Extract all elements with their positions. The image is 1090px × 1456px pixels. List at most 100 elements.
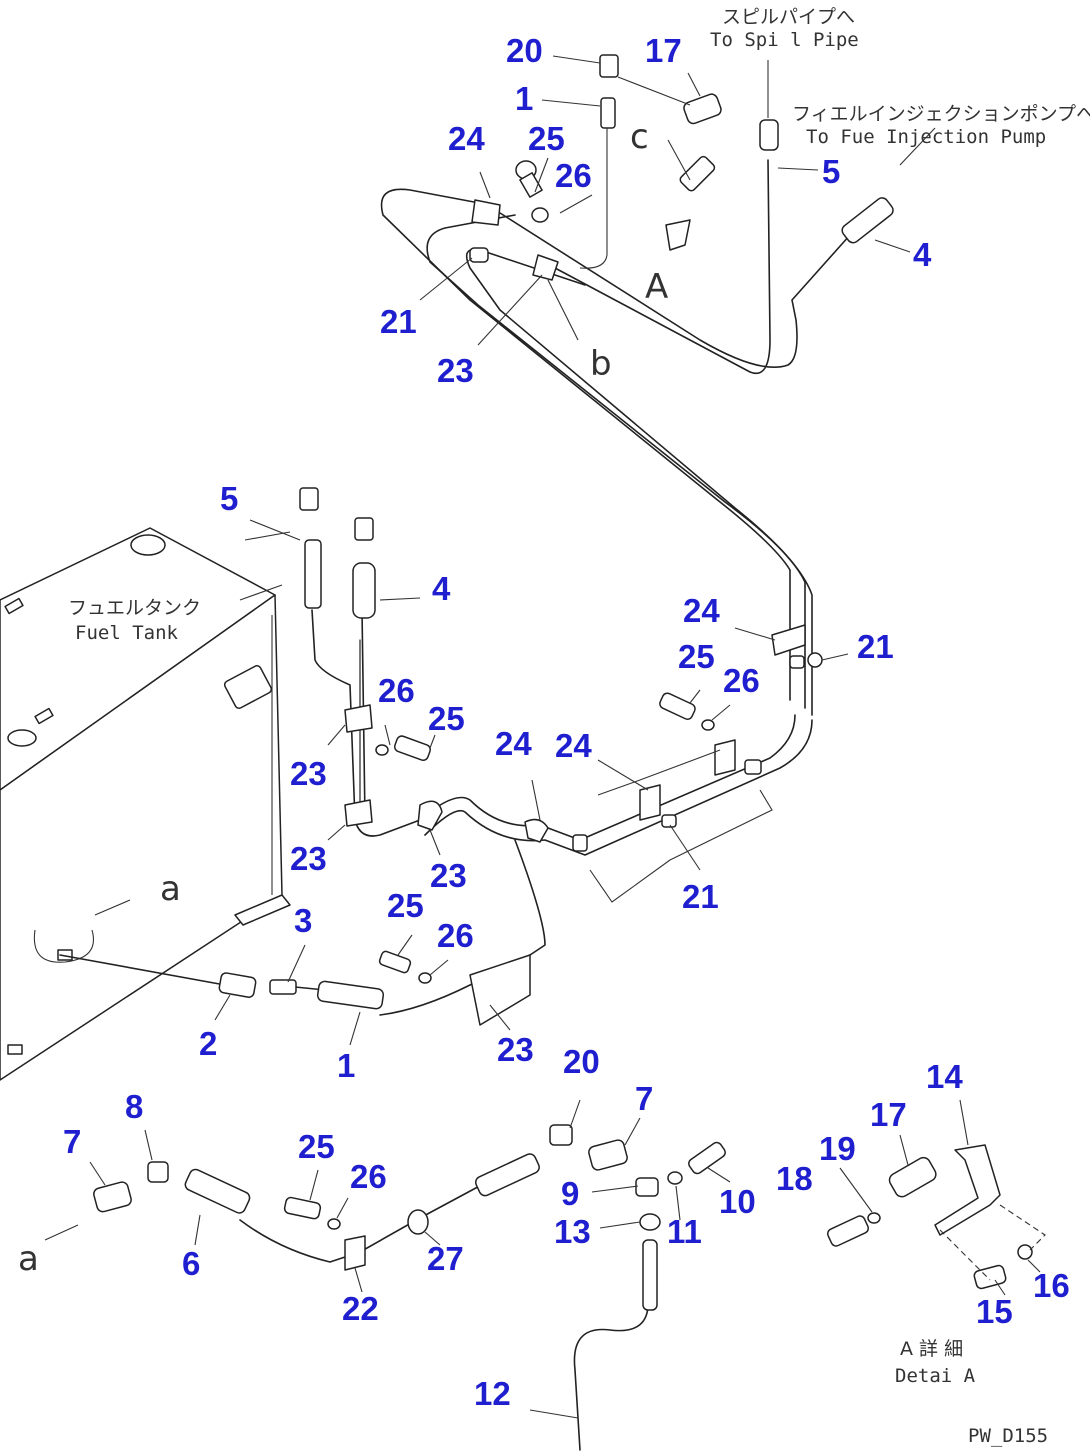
clamp-23-top — [532, 254, 559, 281]
callout-12: 12 — [474, 1375, 511, 1412]
callout-14: 14 — [926, 1058, 963, 1095]
injection-pump-en: To Fue Injection Pump — [806, 126, 1046, 148]
callout-23-mid: 23 — [430, 857, 467, 894]
view-arrow-A — [665, 219, 691, 251]
union-10 — [688, 1141, 726, 1175]
elbow-20-lower — [549, 1124, 573, 1146]
elbow-20-top — [599, 54, 619, 78]
nut-9 — [635, 1177, 659, 1197]
callout-10: 10 — [719, 1183, 756, 1220]
hose-4-left — [352, 562, 376, 619]
callout-9: 9 — [561, 1175, 579, 1212]
callout-21-top: 21 — [380, 303, 417, 340]
pipe-12-end — [642, 1239, 658, 1311]
bolt-25-lower — [283, 1196, 322, 1220]
bolt-25-bottom — [378, 950, 412, 974]
washer-26-top — [531, 207, 549, 223]
clamp-23-bottom — [469, 954, 531, 1026]
callout-15: 15 — [976, 1293, 1013, 1330]
callout-7-left: 7 — [63, 1123, 81, 1160]
view-letter-a-left: a — [160, 869, 181, 909]
callout-25-left: 25 — [428, 700, 465, 737]
spill-pipe-jp: スピルパイプへ — [722, 6, 855, 28]
hose-1 — [316, 980, 385, 1010]
elbow-left-2 — [354, 517, 374, 541]
callout-25-bottom: 25 — [387, 887, 424, 924]
upper-pipe-loop — [380, 159, 851, 716]
callout-25-lower: 25 — [298, 1128, 335, 1165]
hose-5-top — [759, 119, 779, 151]
washer-26-left — [375, 744, 389, 756]
washer-26-right — [701, 719, 715, 731]
washer-26-bottom — [418, 972, 432, 984]
callout-24-right: 24 — [683, 592, 720, 629]
clamp-24-right — [771, 624, 806, 656]
lower-right-pipe — [419, 714, 813, 856]
fuel-tank-en: Fuel Tank — [75, 622, 179, 644]
clamp-22 — [344, 1235, 366, 1271]
callout-11: 11 — [667, 1213, 702, 1250]
callout-4-left: 4 — [432, 570, 451, 607]
hose-17-lower — [888, 1156, 937, 1198]
hose-lower-middle — [474, 1153, 540, 1197]
callout-26-lower: 26 — [350, 1158, 387, 1195]
clip-21-mid — [572, 834, 588, 852]
clip-21-top — [469, 247, 489, 263]
callout-25-right: 25 — [678, 638, 715, 675]
clip-21-lower-2 — [661, 814, 677, 828]
callout-23-left-1: 23 — [290, 755, 327, 792]
connector-3 — [269, 979, 297, 995]
spill-pipe-en: To Spi l Pipe — [710, 29, 859, 51]
drawing-code: PW_D155 — [968, 1425, 1048, 1447]
callout-23-left-2: 23 — [290, 840, 327, 877]
callout-25-top: 25 — [528, 120, 565, 157]
elbow-left-1 — [299, 487, 319, 511]
callout-26-right: 26 — [723, 662, 760, 699]
fitting-7-left — [93, 1181, 132, 1213]
view-letter-A: A — [645, 267, 668, 307]
bracket-14 — [934, 1144, 1001, 1236]
clamp-24-mid — [524, 818, 549, 843]
washer-11 — [667, 1171, 683, 1185]
annotations: スピルパイプへ To Spi l Pipe フィエルインジェクションポンプへ T… — [18, 6, 1090, 1447]
callout-23-top: 23 — [437, 352, 474, 389]
callout-26-top: 26 — [555, 157, 592, 194]
callout-19: 19 — [819, 1130, 856, 1167]
fuel-tank — [0, 527, 291, 1081]
callout-7-right: 7 — [635, 1080, 653, 1117]
valve-2 — [218, 972, 257, 998]
washer-19 — [867, 1212, 881, 1224]
washer-26-lower — [327, 1218, 341, 1230]
hose-end-top — [679, 155, 716, 192]
callout-5-left: 5 — [220, 480, 238, 517]
callout-17-top: 17 — [645, 32, 682, 69]
pipe-parts — [93, 54, 1033, 1311]
clip-21-lower-1 — [744, 759, 762, 775]
clamp-24-lower-1 — [714, 739, 736, 776]
callout-26-bottom: 26 — [437, 917, 474, 954]
callout-26-left: 26 — [378, 672, 415, 709]
callouts: 20 17 1 25 24 26 5 4 21 23 5 4 24 25 26 … — [63, 32, 1070, 1412]
detail-a-jp: A 詳 細 — [900, 1338, 963, 1360]
clamp-24-top — [471, 199, 501, 226]
fitting-7-right — [588, 1139, 628, 1171]
clamp-24-lower-2 — [639, 784, 661, 821]
bolt-25-right — [659, 692, 696, 720]
callout-1-top: 1 — [515, 80, 533, 117]
callout-24-mid-2: 24 — [555, 727, 592, 764]
cap-13 — [639, 1213, 661, 1231]
callout-1-lower: 1 — [337, 1047, 355, 1084]
view-letter-a-bottom: a — [18, 1239, 39, 1279]
callout-3: 3 — [294, 902, 312, 939]
bolt-15 — [973, 1264, 1007, 1290]
bolt-1-top — [600, 97, 616, 129]
leader-lines — [44, 55, 1046, 1419]
callout-6: 6 — [182, 1245, 200, 1282]
injection-pump-jp: フィエルインジェクションポンプへ — [792, 103, 1090, 125]
callout-2: 2 — [199, 1025, 217, 1062]
callout-27: 27 — [427, 1240, 464, 1277]
callout-20-lower: 20 — [563, 1043, 600, 1080]
callout-24-mid: 24 — [495, 725, 532, 762]
callout-4-top: 4 — [913, 236, 932, 273]
